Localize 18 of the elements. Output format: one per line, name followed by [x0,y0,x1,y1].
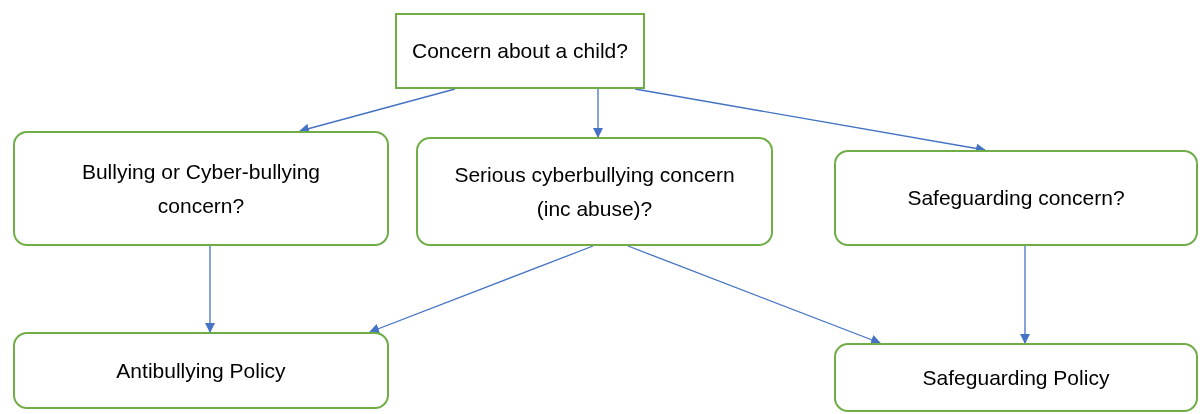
process-box [13,131,389,246]
arrow [1020,245,1030,344]
arrow [593,88,603,138]
box-label: Safeguarding concern? [907,185,1125,212]
process-box [416,137,773,246]
box-label: Bullying or Cyber-bullying concern? [80,158,322,219]
process-box [834,343,1198,412]
question-box [395,13,645,89]
box-label: Concern about a child? [412,38,628,65]
process-box [13,332,389,409]
arrow [369,245,594,334]
arrow [205,245,215,333]
process-box [834,150,1198,246]
box-label: Safeguarding Policy [922,364,1110,391]
box-label: Antibullying Policy [116,357,286,384]
arrow [299,88,456,134]
arrow [627,245,881,345]
box-label: Serious cyberbullying concern (inc abuse)? [453,161,736,222]
